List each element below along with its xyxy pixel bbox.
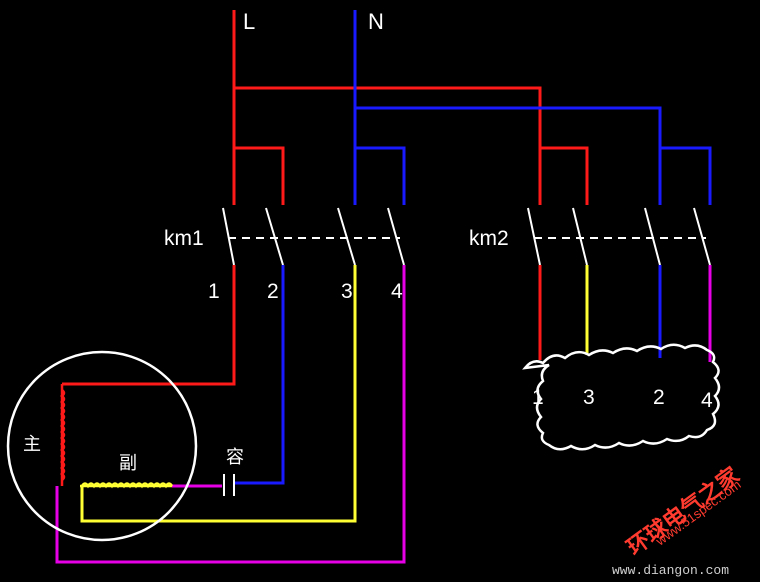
km2-switch: [527, 207, 711, 266]
watermark-site: www.diangon.com: [612, 563, 729, 578]
km1-terminal-4: 4: [391, 280, 403, 303]
watermark-brand: 环球电气之家: [622, 462, 745, 561]
l-label: L: [243, 9, 255, 34]
km2-label: km2: [469, 227, 509, 250]
capacitor-label: 容: [226, 447, 244, 468]
km1-label: km1: [164, 227, 204, 250]
wire-3: [80, 265, 357, 523]
terminal-box: [522, 343, 721, 451]
supply-lines: [232, 10, 712, 205]
wire-2: [234, 265, 285, 485]
main-winding-label: 主: [23, 434, 41, 455]
km1-switch: [222, 207, 405, 266]
motor-circle: [6, 350, 198, 542]
aux-winding: [80, 482, 174, 489]
capacitor: [223, 474, 235, 496]
aux-winding-label: 副: [119, 453, 137, 474]
wire-1: [62, 265, 236, 386]
l-line: [232, 10, 589, 205]
n-line: [353, 10, 712, 205]
n-label: N: [368, 9, 384, 34]
km1-terminal-3: 3: [341, 280, 353, 303]
motor-terminal-1: 1: [532, 386, 544, 409]
km1-output-wires: [55, 265, 406, 564]
motor-terminal-2: 2: [653, 386, 665, 409]
motor-terminal-3: 3: [583, 386, 595, 409]
motor-terminal-4: 4: [701, 389, 713, 412]
km1-terminal-1: 1: [208, 280, 220, 303]
wire-4: [55, 265, 406, 564]
km1-terminal-2: 2: [267, 280, 279, 303]
main-winding: [59, 384, 66, 486]
km2-output-wires: [538, 265, 712, 362]
watermark: 环球电气之家 www.51spec.com www.diangon.com: [612, 462, 745, 578]
